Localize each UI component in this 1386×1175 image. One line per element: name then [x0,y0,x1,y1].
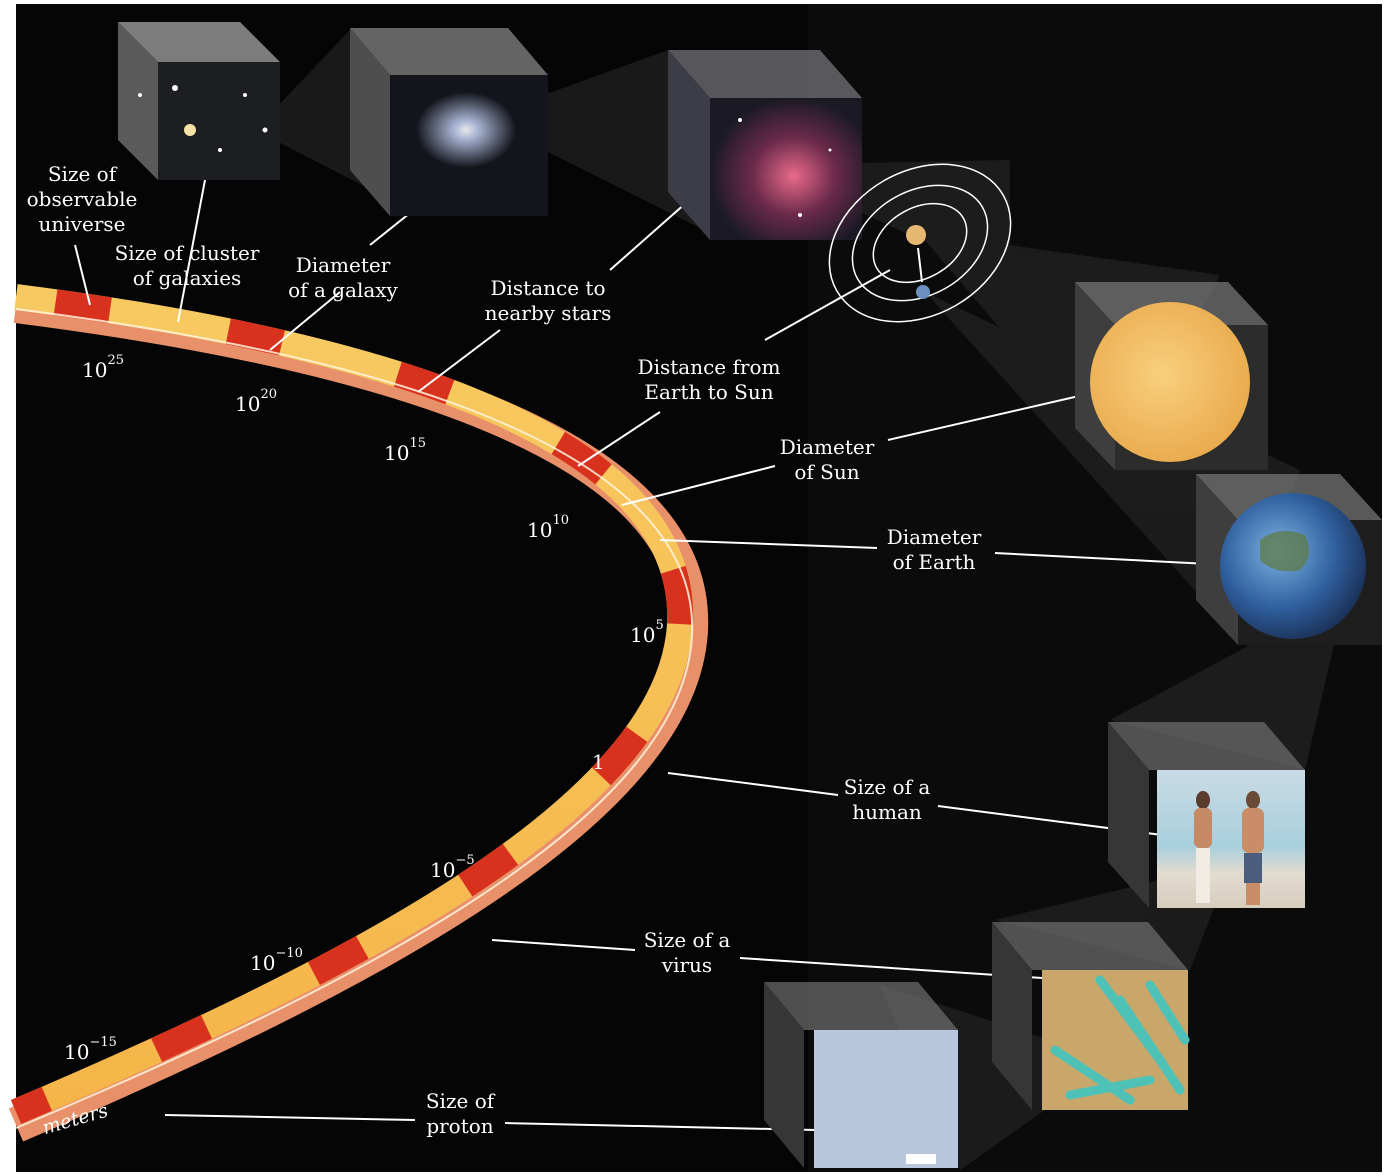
galaxy-cube [350,28,548,216]
earth-dot-icon [916,285,930,299]
leader-earth-sun-2 [764,269,891,341]
lattice-image-icon [814,1030,958,1168]
leader-observable-universe [74,244,91,306]
leader-earth-1 [659,539,878,549]
sun-cube [1075,282,1268,470]
tick-label: 105 [630,618,664,647]
leader-nearby-stars-1 [417,329,501,393]
earth-cube [1196,474,1382,645]
nearby-stars-cube [668,50,862,240]
leader-earth-2 [994,552,1229,566]
band-top [10,284,694,1124]
virus-cube [992,922,1190,1110]
leader-proton-2 [504,1122,816,1131]
scale-band [8,284,709,1142]
band-side [8,287,709,1142]
leader-proton-1 [164,1114,416,1121]
tick-label: 1015 [384,436,426,465]
spiral-galaxy-icon [416,92,516,168]
tick-label: 10−10 [250,946,303,975]
leader-virus-1 [491,939,636,951]
sun-image-icon [1090,302,1250,462]
tick-label: 1010 [527,513,569,542]
proton-cube [764,982,958,1168]
solar-system [828,163,1012,323]
leader-virus-2 [739,957,1043,979]
sun-dot-icon [906,225,926,245]
leader-human-1 [667,772,839,796]
tick-label: 1025 [82,353,124,382]
band-edge [15,308,694,1129]
tick-label: 1 [592,750,605,774]
tick-label: 10−15 [64,1035,117,1064]
tick-label: 1020 [235,387,277,416]
human-cube [1108,722,1305,908]
galaxy-cluster-cube [118,22,280,180]
people-image-icon [1157,770,1305,908]
leader-nearby-stars-2 [609,194,696,271]
cone-earth-human [1110,640,1335,770]
leader-galaxy-cluster [177,179,206,323]
leader-sun-2 [887,392,1093,441]
tick-label: 10−5 [430,853,475,882]
leader-earth-sun-1 [577,411,661,467]
band-red-segments [10,284,694,1124]
leader-sun-1 [621,465,776,506]
leader-galaxy-1 [269,291,341,351]
distance-arrow-icon [917,247,923,283]
